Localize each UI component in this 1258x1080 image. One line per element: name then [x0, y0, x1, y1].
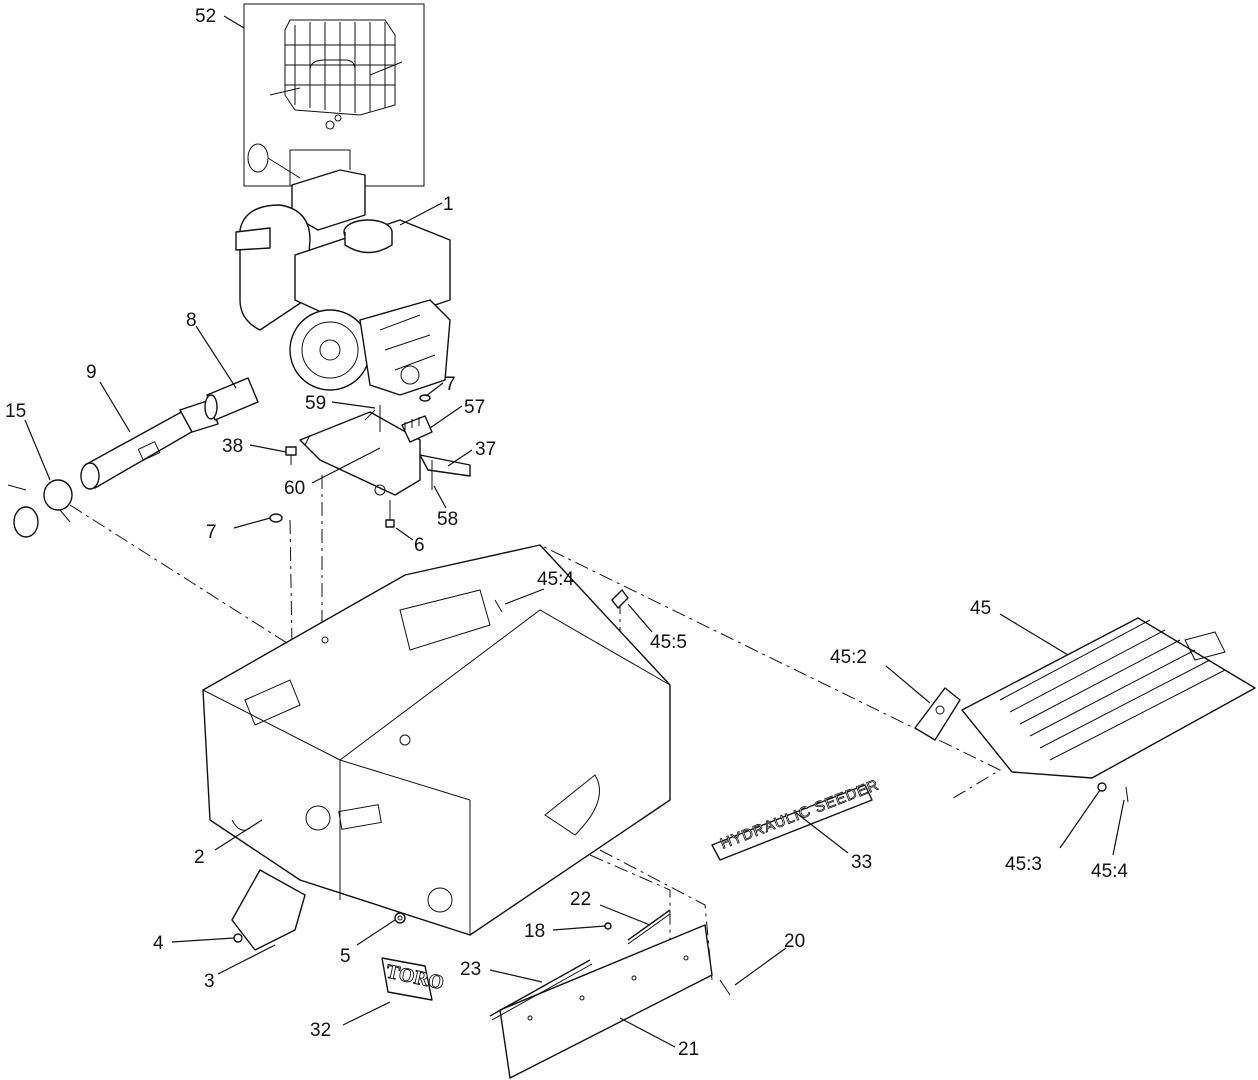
part-45-2-latch [914, 687, 961, 741]
part-23-rod [489, 959, 593, 1021]
part-52-cleaner-guard [243, 3, 425, 187]
part-15-hose-clamps [7, 479, 73, 538]
callout-20: 20 [784, 931, 805, 952]
part-1-engine [235, 169, 451, 396]
part-6-bolt [385, 500, 395, 528]
part-45-3-washer [1097, 782, 1107, 792]
callout-6: 6 [414, 535, 425, 556]
callout-18: 18 [524, 921, 545, 942]
callout-23: 23 [460, 959, 481, 980]
callout-38: 38 [222, 436, 243, 457]
callout-45-3: 45:3 [1005, 854, 1042, 875]
part-20-screw [719, 979, 731, 996]
callout-22: 22 [570, 889, 591, 910]
callout-3: 3 [204, 971, 215, 992]
part-38-screw [285, 446, 297, 465]
part-45-4-screw [494, 599, 1129, 803]
part-37-bracket [419, 454, 471, 477]
callout-57: 57 [464, 397, 485, 418]
callout-52: 52 [195, 6, 216, 27]
part-8-tube-sleeve [204, 377, 259, 421]
part-9-intake-tube [80, 399, 219, 490]
part-4-screw [233, 933, 243, 943]
callout-33: 33 [851, 852, 872, 873]
callout-labels: 52 1 8 9 15 7 59 57 38 37 60 58 7 6 45:4… [5, 6, 1128, 1060]
callout-45: 45 [970, 598, 991, 619]
part-5-nut [394, 912, 406, 924]
callout-5: 5 [340, 946, 351, 967]
part-22-rod [627, 909, 671, 945]
part-45-5-pin [611, 589, 629, 609]
leader-lines [24, 15, 1125, 1048]
callout-37: 37 [475, 439, 496, 460]
callout-45-5: 45:5 [650, 632, 687, 653]
callout-8: 8 [186, 310, 197, 331]
part-57-switch [401, 415, 433, 443]
part-33-decal: HYDRAULIC SEEDER [711, 776, 882, 861]
part-2-frame-housing [202, 544, 671, 936]
part-21-rear-panel [499, 924, 713, 1079]
callout-45-4-top: 45:4 [537, 569, 574, 590]
callout-59: 59 [305, 393, 326, 414]
callout-45-4-bottom: 45:4 [1091, 861, 1128, 882]
part-18-nut [604, 922, 612, 930]
callout-58: 58 [437, 509, 458, 530]
callout-7-engine: 7 [445, 374, 456, 395]
decal-text: HYDRAULIC SEEDER [718, 776, 881, 852]
callout-60: 60 [284, 478, 305, 499]
part-32-toro-logo: TORO [381, 957, 446, 1001]
callout-45-2: 45:2 [830, 647, 867, 668]
part-3-shield [231, 869, 306, 951]
callout-4: 4 [153, 933, 164, 954]
callout-32: 32 [310, 1020, 331, 1041]
callout-1: 1 [443, 194, 454, 215]
callout-15: 15 [5, 401, 26, 422]
callout-2: 2 [194, 847, 205, 868]
callout-7-plate: 7 [206, 522, 217, 543]
part-60-mount-plate [299, 409, 421, 496]
part-45-step-platform [961, 617, 1256, 779]
callout-9: 9 [86, 362, 97, 383]
callout-21: 21 [678, 1039, 699, 1060]
